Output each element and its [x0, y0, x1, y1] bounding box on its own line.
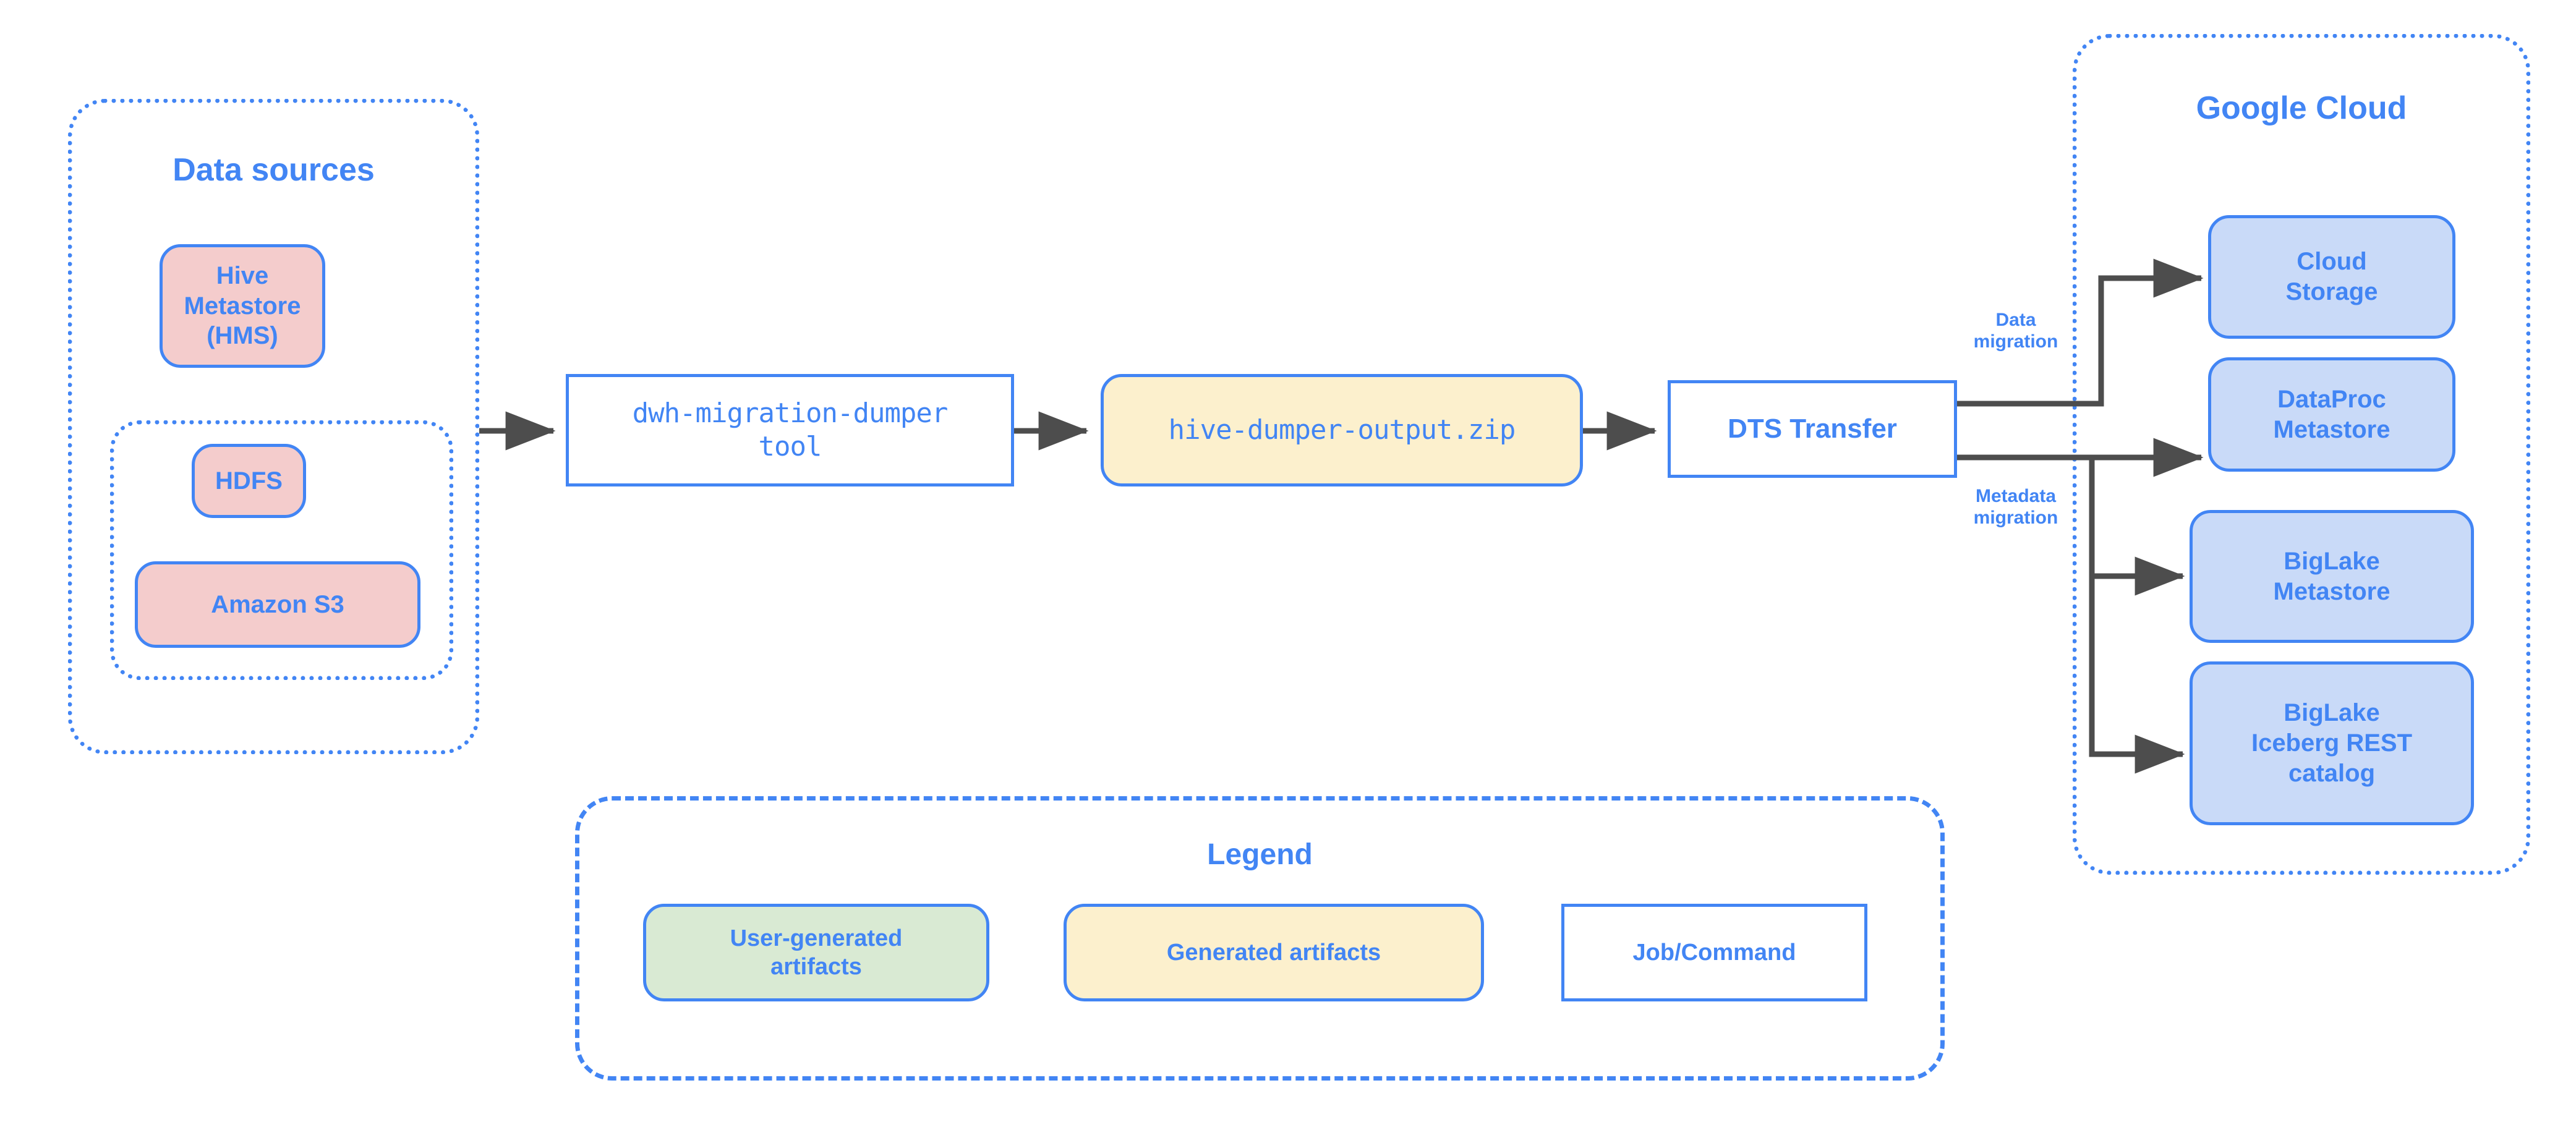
legend-item-generated-artifacts: Generated artifacts	[1064, 904, 1484, 1001]
node-hive-dumper-output-zip[interactable]: hive-dumper-output.zip	[1101, 374, 1583, 486]
node-hive-dumper-output-zip-label: hive-dumper-output.zip	[1168, 414, 1516, 446]
node-hdfs-label: HDFS	[215, 467, 283, 495]
node-amazon-s3-label: Amazon S3	[211, 590, 344, 618]
node-dts-transfer-label: DTS Transfer	[1728, 414, 1897, 444]
legend-title: Legend	[1207, 838, 1313, 871]
node-dwh-migration-dumper-tool[interactable]: dwh-migration-dumper tool	[566, 374, 1014, 486]
google-cloud-title: Google Cloud	[2196, 90, 2407, 126]
node-biglake-metastore-label: BigLake Metastore	[2273, 547, 2390, 605]
node-hive-metastore-label: Hive Metastore (HMS)	[184, 261, 301, 350]
legend-item-user-generated-artifacts: User-generated artifacts	[643, 904, 989, 1001]
data-sources-container	[68, 99, 479, 754]
node-dts-transfer[interactable]: DTS Transfer	[1668, 380, 1957, 478]
google-cloud-container	[2073, 34, 2530, 875]
node-dwh-migration-dumper-tool-label: dwh-migration-dumper tool	[632, 397, 949, 462]
legend-item-generated-artifacts-label: Generated artifacts	[1166, 939, 1381, 966]
legend-container	[575, 796, 1945, 1081]
node-cloud-storage-label: Cloud Storage	[2285, 248, 2378, 305]
data-sources-storage-subgroup	[110, 420, 453, 680]
node-cloud-storage[interactable]: Cloud Storage	[2208, 215, 2455, 339]
node-biglake-iceberg-rest-catalog[interactable]: BigLake Iceberg REST catalog	[2190, 661, 2474, 825]
node-hdfs[interactable]: HDFS	[192, 444, 306, 518]
legend-item-job-command-label: Job/Command	[1632, 939, 1796, 966]
legend-item-job-command: Job/Command	[1561, 904, 1867, 1001]
data-sources-title: Data sources	[173, 152, 375, 188]
edge-label-data-migration: Data migration	[1973, 310, 2058, 352]
node-dataproc-metastore[interactable]: DataProc Metastore	[2208, 357, 2455, 472]
node-biglake-iceberg-rest-catalog-label: BigLake Iceberg REST catalog	[2251, 699, 2413, 787]
node-amazon-s3[interactable]: Amazon S3	[135, 561, 420, 648]
edge-label-metadata-migration: Metadata migration	[1973, 486, 2058, 529]
legend-item-user-generated-artifacts-label: User-generated artifacts	[730, 925, 903, 980]
node-hive-metastore[interactable]: Hive Metastore (HMS)	[160, 244, 325, 368]
node-biglake-metastore[interactable]: BigLake Metastore	[2190, 510, 2474, 643]
node-dataproc-metastore-label: DataProc Metastore	[2273, 385, 2390, 443]
